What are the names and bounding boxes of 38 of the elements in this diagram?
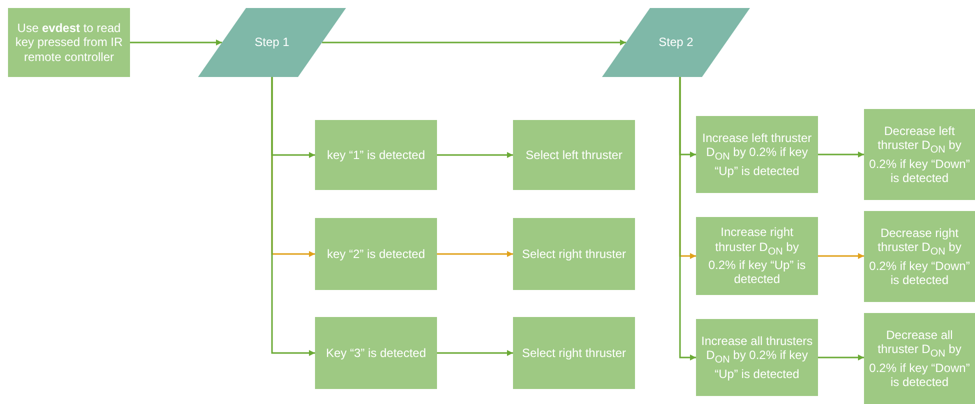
arrow bbox=[130, 40, 222, 46]
arrow bbox=[679, 77, 696, 360]
process-box bbox=[315, 317, 437, 389]
process-box bbox=[8, 8, 130, 77]
process-box bbox=[696, 116, 818, 193]
node-text: Use evdest to read key pressed from IR remote controller bbox=[14, 20, 124, 64]
process-box bbox=[315, 120, 437, 190]
node-text: Select right thruster bbox=[520, 346, 628, 360]
node-text: Increase left thruster D$_{ON}$ by 0.2% if key “Up” is detected bbox=[701, 130, 813, 178]
node-text: Decrease left thruster D$_{ON}$ by 0.2% if key “Down” is detected bbox=[868, 124, 971, 186]
arrow bbox=[437, 152, 513, 158]
arrow bbox=[818, 152, 864, 158]
node-text: Step 2 bbox=[658, 35, 694, 50]
node-text: Increase right thruster D$_{ON}$ by 0.2% if key “Up” is detected bbox=[707, 225, 807, 287]
process-box bbox=[513, 120, 635, 190]
process-box bbox=[513, 218, 635, 290]
arrow bbox=[322, 40, 626, 46]
process-box bbox=[696, 217, 818, 295]
arrow bbox=[271, 77, 315, 356]
node-text: Increase all thrusters D$_{ON}$ by 0.2% if key “Up” is detected bbox=[700, 334, 814, 382]
node-text: Select left thruster bbox=[524, 148, 624, 162]
node-text: Decrease all thruster D$_{ON}$ by 0.2% if key “Down” is detected bbox=[868, 328, 971, 390]
arrow bbox=[818, 354, 864, 360]
process-box bbox=[864, 211, 975, 302]
node-text: key “1” is detected bbox=[326, 148, 426, 162]
arrow bbox=[437, 350, 513, 356]
node-text: Decrease right thruster D$_{ON}$ by 0.2% if key “Down” is detected bbox=[868, 226, 971, 288]
node-text: Step 1 bbox=[254, 35, 290, 50]
node-text: Key “3” is detected bbox=[324, 346, 428, 360]
arrow bbox=[437, 251, 513, 257]
process-box bbox=[513, 317, 635, 389]
process-box bbox=[864, 109, 975, 200]
process-box bbox=[315, 218, 437, 290]
arrow bbox=[818, 253, 864, 259]
process-box bbox=[864, 313, 975, 404]
node-text: key “2” is detected bbox=[326, 246, 426, 262]
process-box bbox=[696, 319, 818, 396]
node-text: Select right thruster bbox=[520, 246, 628, 262]
